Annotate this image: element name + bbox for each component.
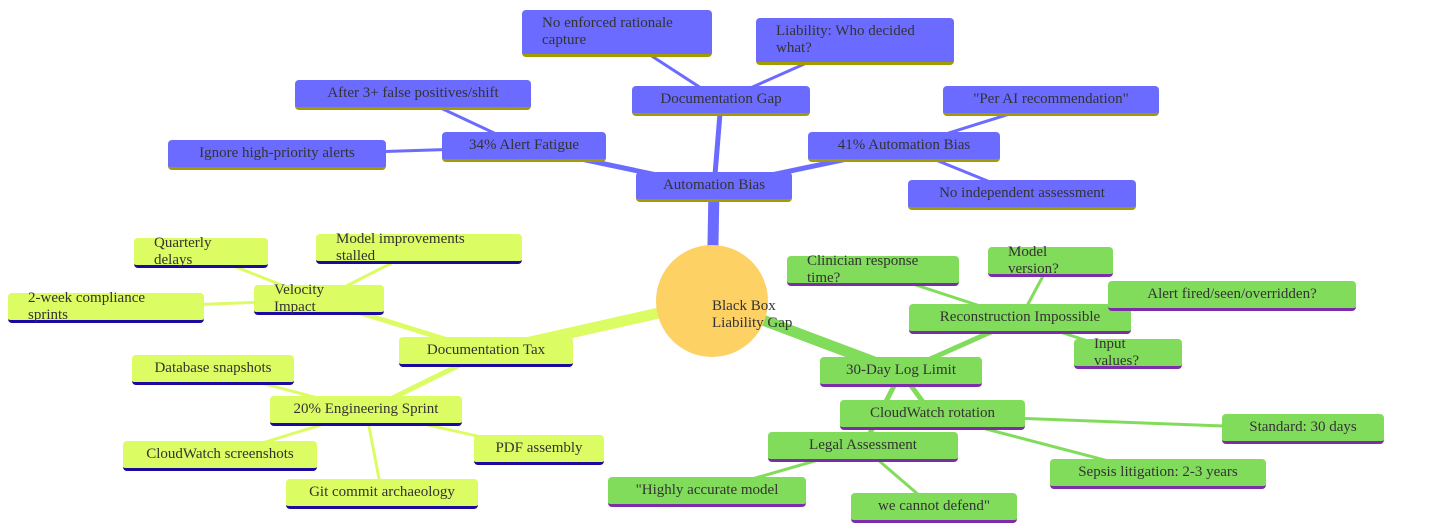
mindmap-node-sprint-c0[interactable]: Database snapshots [132,355,294,385]
root-label-line1: Black Box [712,298,776,314]
mindmap-node-legal-c0[interactable]: "Highly accurate model [608,477,806,507]
root-node-label: Black Box Liability Gap [712,298,792,332]
mindmap-node-label: Ignore high-priority alerts [199,145,355,161]
mindmap-node-sprint-c2[interactable]: Git commit archaeology [286,479,478,509]
mindmap-node-docgap-c1[interactable]: Liability: Who decided what? [756,18,954,65]
mindmap-node-abias[interactable]: 41% Automation Bias [808,132,1000,162]
mindmap-node-label: "Per AI recommendation" [973,91,1129,107]
mindmap-node-fatigue[interactable]: 34% Alert Fatigue [442,132,606,162]
mindmap-node-velocity-c2[interactable]: 2-week compliance sprints [8,289,204,323]
mindmap-node-label: 2-week compliance sprints [28,289,146,323]
mindmap-node-label: No enforced rationale capture [542,15,673,48]
mindmap-node-sprint[interactable]: 20% Engineering Sprint [270,396,462,426]
mindmap-node-sprint-c3[interactable]: PDF assembly [474,435,604,465]
mindmap-node-velocity-c0[interactable]: Quarterly delays [134,234,268,268]
mindmap-node-label: No independent assessment [939,185,1105,201]
mindmap-node-label: CloudWatch screenshots [146,446,294,462]
mindmap-node-label: Sepsis litigation: 2-3 years [1078,464,1238,480]
mindmap-node-recon-c1[interactable]: Model version? [988,243,1113,277]
mindmap-node-label: 34% Alert Fatigue [469,137,579,153]
mindmap-node-label: Reconstruction Impossible [939,309,1101,325]
mindmap-node-cw[interactable]: CloudWatch rotation [840,400,1025,430]
mindmap-node-doctax[interactable]: Documentation Tax [399,337,573,367]
mindmap-node-fatigue-c1[interactable]: Ignore high-priority alerts [168,140,386,170]
mindmap-node-loglimit[interactable]: 30-Day Log Limit [820,357,982,387]
mindmap-node-label: After 3+ false positives/shift [327,85,499,101]
mindmap-node-fatigue-c0[interactable]: After 3+ false positives/shift [295,80,531,110]
mindmap-node-automation[interactable]: Automation Bias [636,172,792,202]
mindmap-node-label: Alert fired/seen/overridden? [1147,286,1317,302]
mindmap-node-recon[interactable]: Reconstruction Impossible [909,304,1131,334]
mindmap-node-label: Documentation Tax [426,342,546,358]
mindmap-node-velocity-c1[interactable]: Model improvements stalled [316,230,522,264]
mindmap-node-docgap[interactable]: Documentation Gap [632,86,810,116]
mindmap-node-label: Automation Bias [662,177,766,193]
mindmap-node-label: Database snapshots [154,360,272,376]
mindmap-node-recon-c3[interactable]: Input values? [1074,335,1182,369]
mindmap-node-label: Standard: 30 days [1249,419,1357,435]
mindmap-node-label: Velocity Impact [274,281,324,315]
root-label-line2: Liability Gap [712,315,793,331]
mindmap-node-label: 20% Engineering Sprint [293,401,439,417]
mindmap-node-abias-c1[interactable]: No independent assessment [908,180,1136,210]
mindmap-node-sprint-c1[interactable]: CloudWatch screenshots [123,441,317,471]
mindmap-node-cw-c0[interactable]: Standard: 30 days [1222,414,1384,444]
mindmap-node-label: Clinician response time? [807,252,919,286]
mindmap-node-docgap-c0[interactable]: No enforced rationale capture [522,10,712,57]
mindmap-node-legal-c1[interactable]: we cannot defend" [851,493,1017,523]
mindmap-node-label: Documentation Gap [660,91,782,107]
mindmap-node-legal[interactable]: Legal Assessment [768,432,958,462]
mindmap-node-cw-c1[interactable]: Sepsis litigation: 2-3 years [1050,459,1266,489]
mindmap-node-label: CloudWatch rotation [869,405,996,421]
mindmap-node-label: Model version? [1008,243,1059,277]
mindmap-node-label: we cannot defend" [878,498,990,514]
mindmap-node-recon-c2[interactable]: Alert fired/seen/overridden? [1108,281,1356,311]
mindmap-node-label: PDF assembly [495,440,583,456]
mindmap-node-label: Liability: Who decided what? [776,23,915,56]
mindmap-node-label: 41% Automation Bias [837,137,971,153]
mindmap-node-label: Legal Assessment [809,437,917,453]
mindmap-node-velocity[interactable]: Velocity Impact [254,281,384,315]
mindmap-node-label: Input values? [1094,335,1139,369]
mindmap-node-label: 30-Day Log Limit [846,362,956,378]
mindmap-node-label: "Highly accurate model [635,482,779,498]
mindmap-node-abias-c0[interactable]: "Per AI recommendation" [943,86,1159,116]
mindmap-node-label: Quarterly delays [154,234,212,268]
mindmap-node-label: Model improvements stalled [336,230,465,264]
mindmap-node-label: Git commit archaeology [309,484,455,500]
mindmap-node-recon-c0[interactable]: Clinician response time? [787,252,959,286]
root-node[interactable] [656,245,768,357]
